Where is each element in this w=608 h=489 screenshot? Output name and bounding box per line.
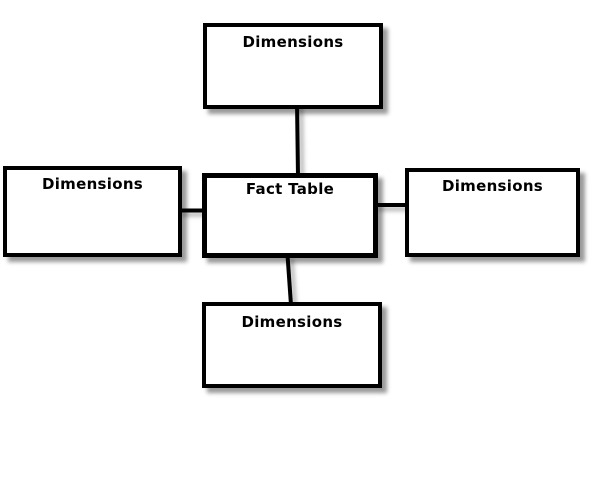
node-label: Dimensions [41,175,144,193]
node-dimensions-right: Dimensions [405,168,580,257]
node-dimensions-bottom: Dimensions [202,302,382,388]
node-fact-table: Fact Table [202,173,378,258]
connector-top-to-center [295,101,300,177]
connector-center-to-bottom [285,254,293,306]
node-label: Dimensions [241,313,343,331]
node-label: Dimensions [242,33,344,51]
node-dimensions-left: Dimensions [3,166,182,257]
node-label: Fact Table [245,180,335,198]
node-dimensions-top: Dimensions [203,23,383,109]
node-label: Dimensions [441,177,544,195]
